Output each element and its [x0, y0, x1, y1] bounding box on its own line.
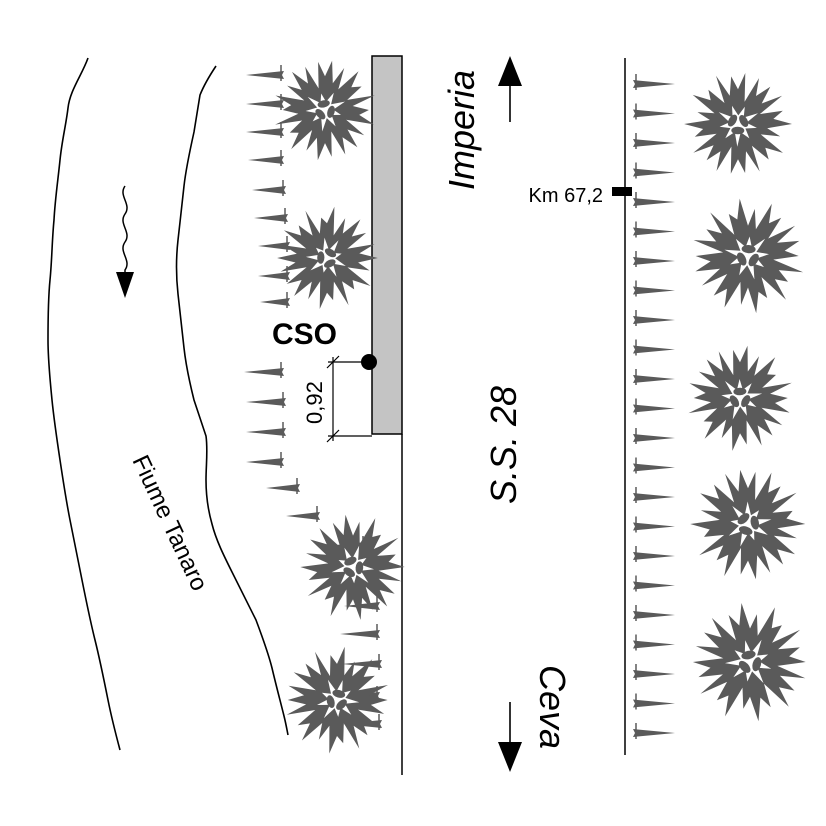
distance-label: 0,92 [302, 381, 327, 424]
grass-tuft-icon [258, 242, 290, 250]
grass-tuft-icon [246, 71, 284, 79]
grass-tuft-icon [633, 552, 675, 560]
river-flow-arrow-icon [122, 185, 128, 276]
grass-tuft-icon [633, 493, 675, 501]
grass-tuft-icon [633, 729, 675, 737]
grass-tuft-icon [633, 168, 675, 177]
grass-tuft-icon [633, 139, 675, 147]
grass-tuft-icon [633, 463, 675, 472]
cso-label: CSO [272, 318, 337, 351]
cso-point [361, 354, 377, 370]
tree-icon [690, 469, 806, 580]
grass-tuft-icon [246, 428, 286, 436]
tree-layer [275, 60, 806, 754]
grass-tuft-icon [633, 257, 675, 265]
km-marker-label: Km 67,2 [529, 185, 603, 207]
grass-tuft-icon [266, 484, 300, 492]
grass-tuft-icon [286, 512, 320, 520]
grass-tuft-icon [633, 434, 675, 442]
river-left-bank [47, 57, 121, 751]
road-label: S.S. 28 [483, 386, 524, 504]
grass-tuft-icon [633, 611, 675, 619]
river-label: Fiume Tanaro [127, 451, 213, 595]
grass-tuft-icon [246, 100, 284, 108]
tree-icon [688, 345, 792, 451]
grass-tuft-icon [254, 214, 288, 222]
grass-tuft-icon [258, 272, 290, 280]
grass-tuft-icon [633, 404, 675, 413]
tree-icon [693, 198, 804, 314]
grass-tuft-icon [252, 186, 286, 194]
grass-tuft-icon [342, 660, 382, 668]
grass-tuft-icon [633, 316, 675, 324]
grass-tuft-icon [633, 699, 675, 708]
grass-tuft-icon [633, 109, 675, 118]
river-right-bank [175, 65, 289, 736]
sidewalk [371, 55, 403, 435]
south-destination-label: Ceva [532, 665, 573, 749]
north-arrowhead [498, 56, 522, 86]
grass-tuft-icon [244, 368, 284, 376]
grass-tuft-icon [246, 398, 286, 406]
tree-icon [275, 60, 375, 161]
grass-tuft-icon [633, 227, 675, 236]
tree-icon [300, 514, 405, 620]
distance-dimension [326, 355, 372, 443]
grass-tuft-icon [248, 156, 284, 164]
grass-tuft-icon [633, 345, 675, 354]
tree-icon [692, 603, 806, 722]
km-marker-post [612, 187, 632, 196]
tree-icon [277, 206, 378, 309]
south-arrowhead [498, 742, 522, 772]
river-flow-arrowhead [116, 272, 134, 298]
grass-tuft-icon [633, 375, 675, 383]
grass-tuft-icon [633, 581, 675, 590]
grass-tuft-icon [633, 80, 675, 88]
grass-tuft-icon [633, 670, 675, 678]
north-destination-label: Imperia [441, 70, 482, 190]
grass-tuft-icon [340, 630, 380, 638]
tree-icon [684, 73, 792, 174]
grass-tuft-icon [260, 298, 290, 306]
grass-tuft-icon [633, 640, 675, 649]
tree-icon [286, 646, 388, 754]
grass-tuft-icon [246, 128, 284, 136]
grass-tuft-icon [633, 522, 675, 531]
grass-tuft-icon [633, 286, 675, 295]
grass-tuft-icon [246, 458, 284, 466]
grass-tuft-icon [633, 198, 675, 206]
